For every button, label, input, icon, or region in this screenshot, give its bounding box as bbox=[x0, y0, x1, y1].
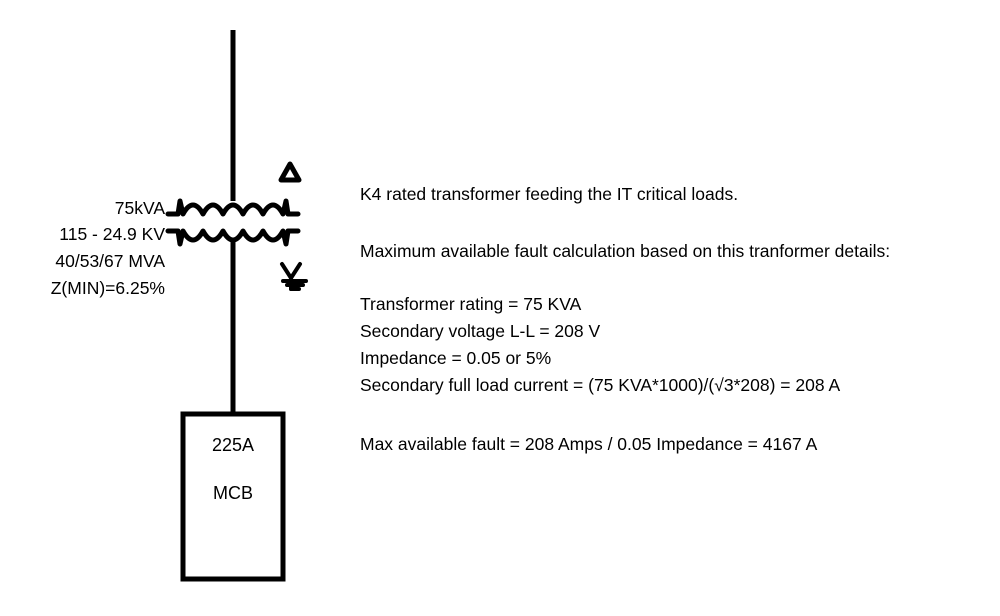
rating-line-text: Transformer rating = 75 KVA bbox=[360, 294, 582, 314]
voltage-line-text: Secondary voltage L-L = 208 V bbox=[360, 321, 601, 341]
current-line-text: Secondary full load current = (75 KVA*10… bbox=[360, 375, 841, 395]
delta-icon bbox=[278, 161, 302, 183]
breaker-box bbox=[180, 411, 286, 582]
breaker-type-label: MCB bbox=[213, 483, 253, 503]
fault-line-text: Max available fault = 208 Amps / 0.05 Im… bbox=[360, 434, 818, 454]
transformer-primary-winding bbox=[165, 198, 301, 217]
transformer-rating-label: 75kVA bbox=[114, 198, 165, 218]
transformer-impedance-label: Z(MIN)=6.25% bbox=[50, 278, 165, 298]
impedance-line-text: Impedance = 0.05 or 5% bbox=[360, 348, 552, 368]
fault-intro-text: Maximum available fault calculation base… bbox=[360, 241, 891, 261]
transformer-mva-label: 40/53/67 MVA bbox=[55, 251, 165, 271]
description-text: K4 rated transformer feeding the IT crit… bbox=[360, 184, 739, 204]
breaker-rating-label: 225A bbox=[211, 435, 255, 455]
grounded-wye-icon bbox=[280, 262, 308, 291]
transformer-voltage-label: 115 - 24.9 KV bbox=[59, 224, 165, 244]
